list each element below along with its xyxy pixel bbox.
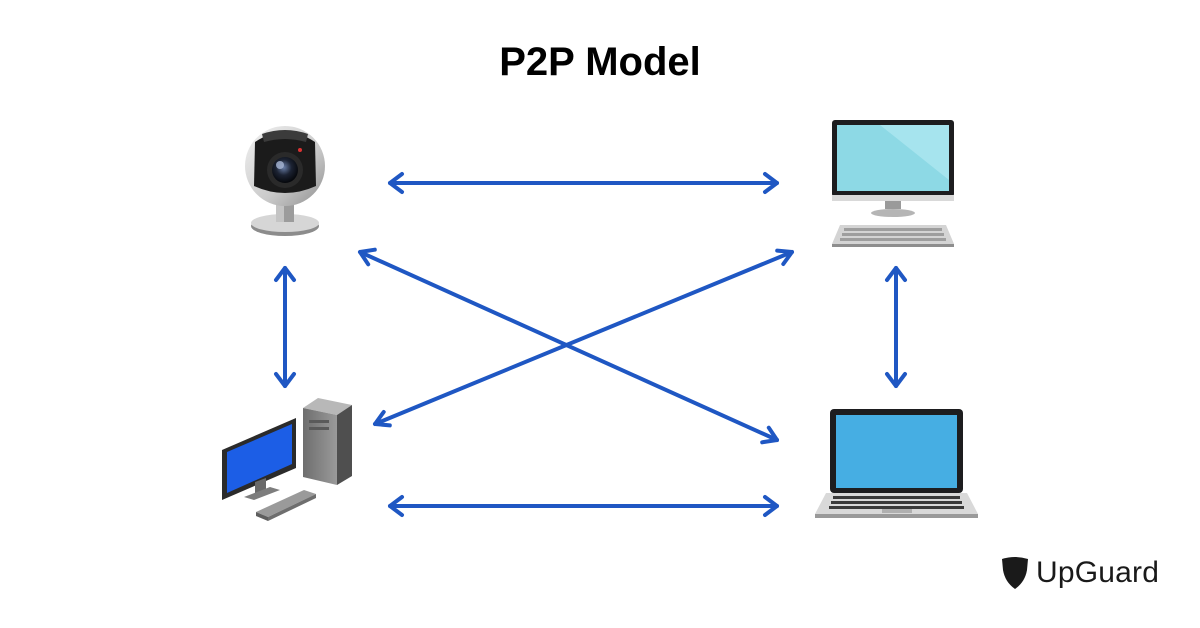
upguard-shield-icon	[1002, 557, 1028, 589]
diagram-title: P2P Model	[499, 40, 701, 84]
arrow-webcam-tower	[274, 266, 296, 388]
arrow-tower-laptop	[388, 495, 779, 517]
arrow-monitor-laptop	[885, 266, 907, 388]
arrow-webcam-monitor	[388, 172, 779, 194]
laptop-icon	[815, 409, 978, 518]
connection-arrows	[274, 172, 907, 517]
brand-logo: UpGuard	[1000, 553, 1159, 593]
webcam-icon	[245, 126, 325, 236]
brand-name: UpGuard	[1036, 556, 1160, 589]
arrow-monitor-tower	[373, 248, 794, 428]
desktop-tower-icon	[222, 398, 352, 521]
desktop-monitor-icon	[832, 120, 954, 247]
